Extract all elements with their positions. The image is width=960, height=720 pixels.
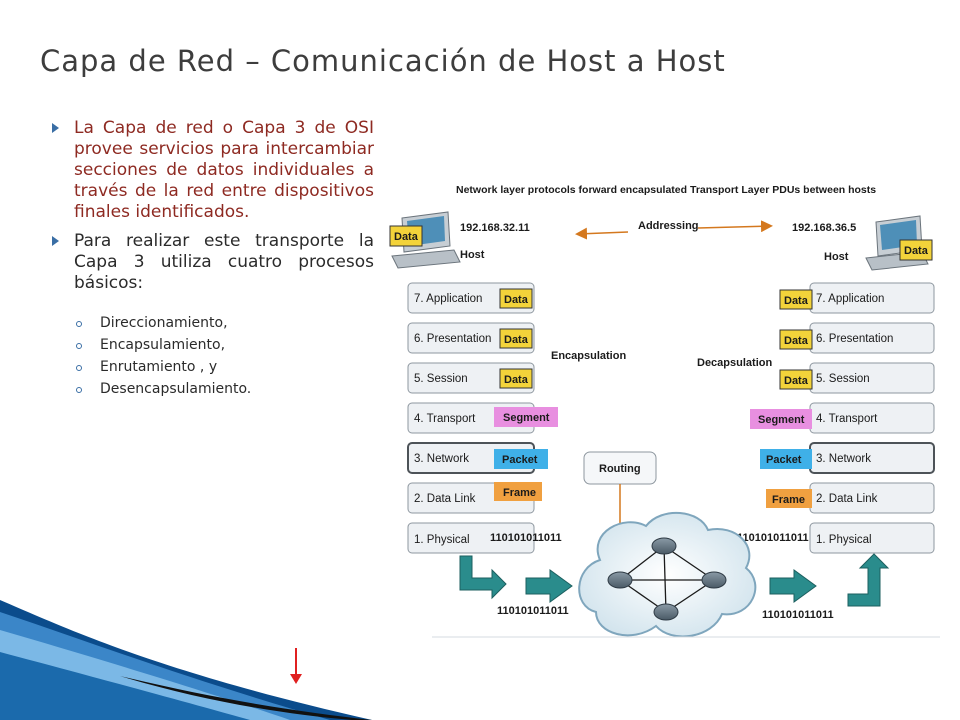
right-pdu-frame-label: Frame: [772, 494, 805, 506]
left-pdu-data: [499, 328, 533, 349]
right-pdu-data: [779, 329, 813, 350]
left-host-data-label: Data: [394, 231, 419, 243]
circle-bullet-icon: [76, 321, 82, 327]
bullet-2: Para realizar este transporte la Capa 3 …: [52, 231, 374, 294]
right-layer-1: [809, 522, 935, 554]
left-pdu-data-label: Data: [504, 294, 529, 306]
left-layer-1-label: 1. Physical: [414, 534, 470, 546]
right-layer-2-label: 2. Data Link: [816, 493, 878, 505]
slide-title: Capa de Red – Comunicación de Host a Hos…: [40, 44, 726, 78]
router-icon: [651, 537, 677, 555]
left-layer-5-label: 5. Session: [414, 373, 468, 385]
bullet-list: La Capa de red o Capa 3 de OSI provee se…: [52, 118, 374, 400]
left-pdu-frame-label: Frame: [503, 487, 536, 499]
right-layer-6-label: 6. Presentation: [816, 333, 893, 345]
process-item-text: Enrutamiento , y: [100, 359, 218, 375]
left-pdu-packet-label: Packet: [502, 454, 538, 466]
right-pdu-frame: [766, 489, 812, 508]
left-host-ip: 192.168.32.11: [460, 222, 530, 234]
process-item: Encapsulamiento,: [76, 334, 374, 356]
arrow-bullet-icon: [52, 123, 59, 133]
left-physical-bits: 110101011011: [490, 532, 562, 544]
left-host-data-box: [389, 225, 423, 247]
circle-bullet-icon: [76, 387, 82, 393]
router-icon: [607, 571, 633, 589]
left-down-arrow-icon: [459, 555, 507, 600]
right-pdu-data: [779, 289, 813, 310]
right-osi-stack: 7. Application 6. Presentation 5. Sessio…: [809, 282, 935, 554]
process-list: Direccionamiento, Encapsulamiento, Enrut…: [52, 312, 374, 400]
left-pdus: Data Data Data Segment Packet Frame 1101…: [490, 288, 562, 544]
decapsulation-label: Decapsulation: [697, 357, 772, 369]
right-host-data-box: [899, 239, 933, 261]
diagram-caption: Network layer protocols forward encapsul…: [456, 184, 876, 196]
left-pdu-segment-label: Segment: [503, 412, 550, 424]
encapsulation-label: Encapsulation: [551, 350, 626, 362]
right-host-label: Host: [824, 251, 849, 263]
right-pdu-data-label: Data: [784, 295, 809, 307]
right-up-arrow-icon: [847, 553, 890, 607]
bullet-2-text: Para realizar este transporte la Capa 3 …: [74, 231, 374, 293]
left-layer-2-label: 2. Data Link: [414, 493, 476, 505]
left-host-label: Host: [460, 249, 485, 261]
right-wire-bits: 110101011011: [762, 609, 834, 621]
decorative-swoosh: [0, 600, 372, 720]
left-wire-bits: 110101011011: [497, 605, 569, 617]
right-pdu-packet-label: Packet: [766, 454, 802, 466]
right-physical-bits: 110101011011: [737, 532, 809, 544]
circle-bullet-icon: [76, 365, 82, 371]
right-layer-3-label: 3. Network: [816, 453, 871, 465]
router-icon: [653, 603, 679, 621]
left-pdu-data-label: Data: [504, 374, 529, 386]
process-item-text: Desencapsulamiento.: [100, 381, 252, 397]
left-layer-4-label: 4. Transport: [414, 413, 476, 425]
bullet-1-text: La Capa de red o Capa 3 de OSI provee se…: [74, 118, 374, 222]
right-pdu-segment-label: Segment: [758, 414, 805, 426]
circle-bullet-icon: [76, 343, 82, 349]
routing-label: Routing: [599, 463, 641, 475]
process-item-text: Encapsulamiento,: [100, 337, 226, 353]
right-layer-5-label: 5. Session: [816, 373, 870, 385]
right-host-data-label: Data: [904, 245, 929, 257]
right-host-computer-icon: [865, 215, 929, 271]
left-layer-3-label: 3. Network: [414, 453, 469, 465]
arrow-bullet-icon: [52, 236, 59, 246]
left-layer-6-label: 6. Presentation: [414, 333, 491, 345]
left-pdu-frame: [494, 482, 542, 501]
addressing-arrow-left: [575, 227, 629, 240]
addressing-label: Addressing: [638, 220, 699, 232]
left-pdu-packet: [494, 449, 548, 469]
right-pdu-packet: [760, 449, 812, 469]
left-pdu-data: [499, 288, 533, 309]
right-pdus: Data Data Data Segment Packet Frame 1101…: [737, 289, 813, 544]
process-item: Desencapsulamiento.: [76, 378, 374, 400]
right-pdu-data: [779, 369, 813, 390]
flow-arrow-icon: [769, 569, 817, 603]
right-pdu-segment: [750, 409, 812, 429]
router-icon: [701, 571, 727, 589]
addressing-arrow-right: [697, 220, 773, 233]
flow-arrow-icon: [525, 569, 573, 603]
right-host-ip: 192.168.36.5: [792, 222, 856, 234]
left-pdu-data: [499, 368, 533, 389]
right-pdu-data-label: Data: [784, 375, 809, 387]
process-item-text: Direccionamiento,: [100, 315, 228, 331]
bullet-1: La Capa de red o Capa 3 de OSI provee se…: [52, 118, 374, 223]
right-layer-1-label: 1. Physical: [816, 534, 872, 546]
process-item: Enrutamiento , y: [76, 356, 374, 378]
right-layer-4-label: 4. Transport: [816, 413, 878, 425]
left-layer-7-label: 7. Application: [414, 293, 482, 305]
left-pdu-segment: [494, 407, 558, 427]
left-pdu-data-label: Data: [504, 334, 529, 346]
network-cloud: [578, 512, 757, 638]
left-layer-1: [407, 522, 535, 554]
right-layer-7-label: 7. Application: [816, 293, 884, 305]
red-arrow-head-icon: [290, 674, 302, 684]
right-pdu-data-label: Data: [784, 335, 809, 347]
process-item: Direccionamiento,: [76, 312, 374, 334]
